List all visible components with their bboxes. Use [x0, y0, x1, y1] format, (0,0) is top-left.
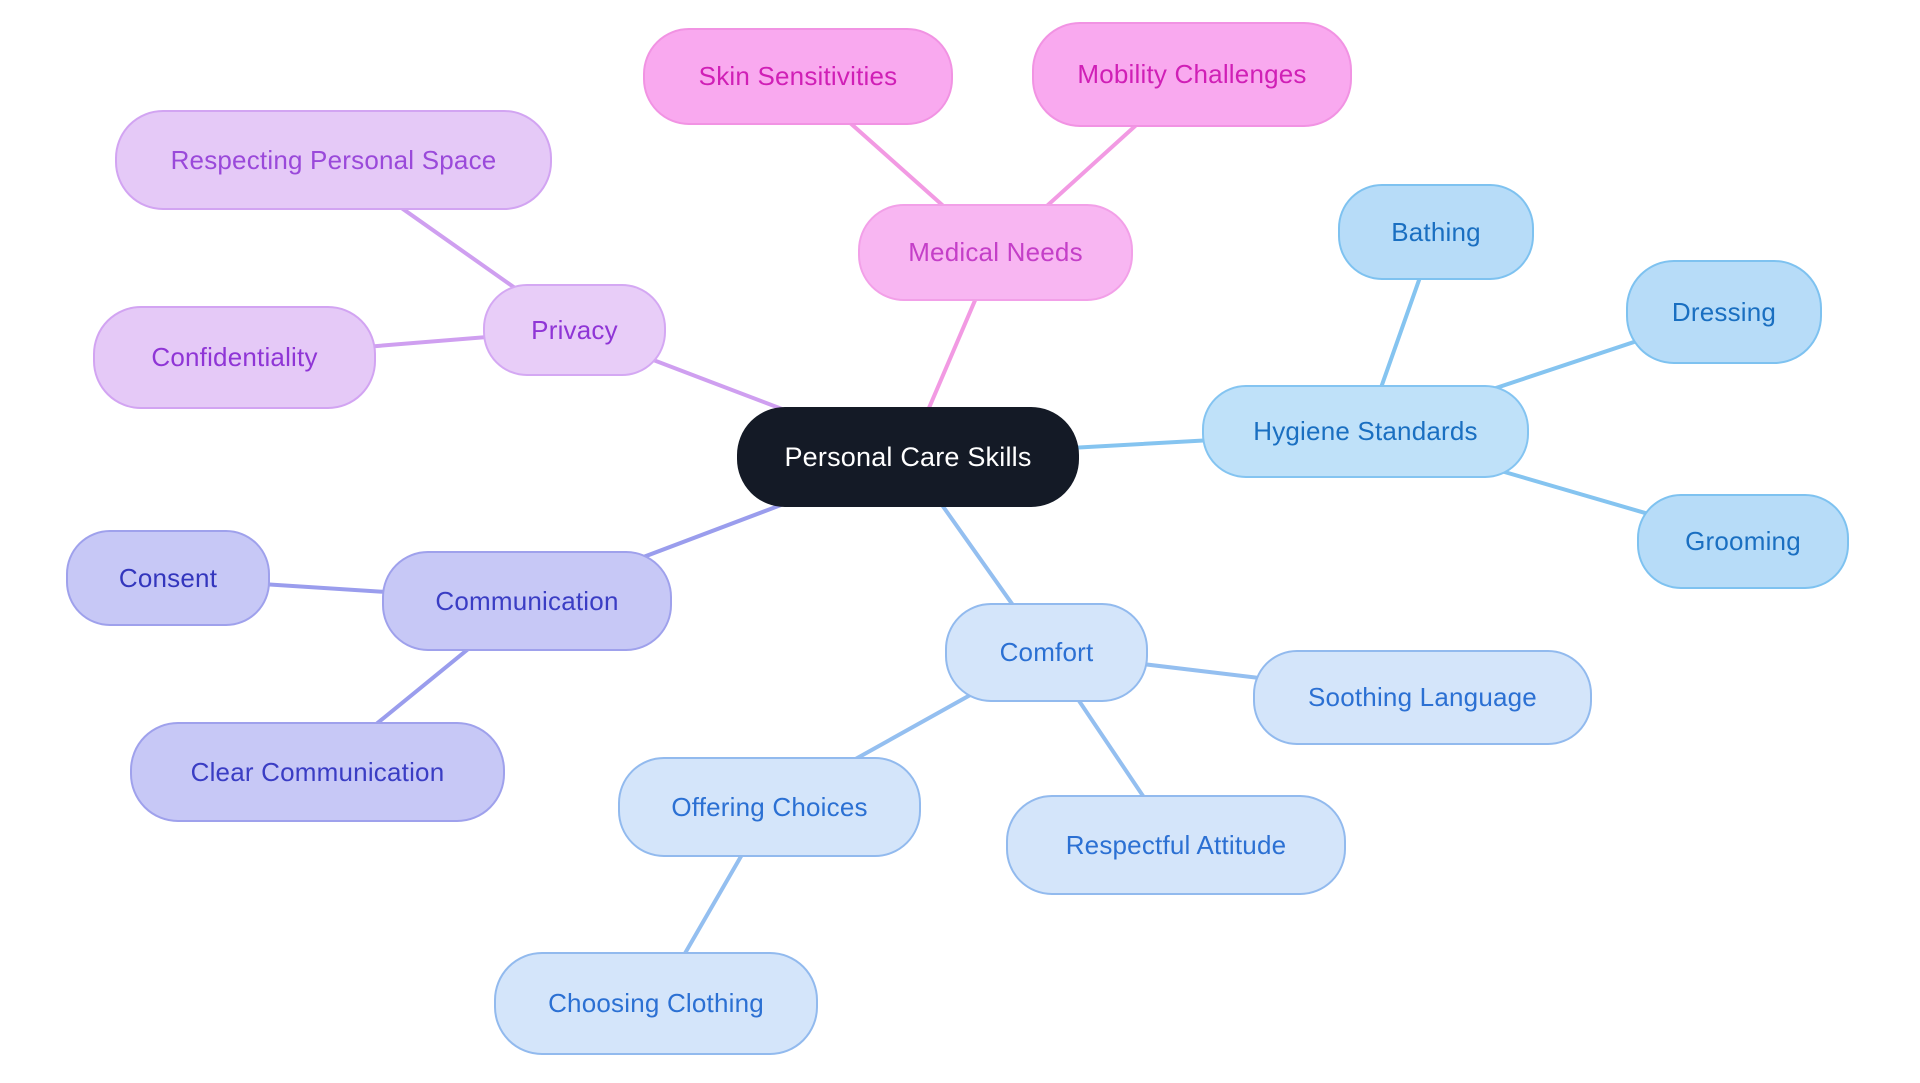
mindmap-node-bathing[interactable]: Bathing — [1338, 184, 1534, 280]
mindmap-node-label: Communication — [435, 585, 619, 616]
mindmap-node-respecting-personal-space[interactable]: Respecting Personal Space — [115, 110, 552, 210]
mindmap-node-label: Privacy — [531, 314, 618, 345]
mindmap-node-comfort[interactable]: Comfort — [945, 603, 1148, 702]
mindmap-node-privacy[interactable]: Privacy — [483, 284, 666, 376]
mindmap-node-label: Mobility Challenges — [1077, 59, 1307, 89]
mindmap-node-mobility-challenges[interactable]: Mobility Challenges — [1032, 22, 1352, 127]
mindmap-node-label: Consent — [118, 562, 218, 593]
mindmap-node-label: Confidentiality — [151, 342, 318, 372]
mindmap-node-choosing-clothing[interactable]: Choosing Clothing — [494, 952, 818, 1055]
mindmap-node-offering-choices[interactable]: Offering Choices — [618, 757, 921, 857]
mindmap-node-label: Hygiene Standards — [1253, 416, 1478, 446]
mindmap-node-dressing[interactable]: Dressing — [1626, 260, 1822, 364]
mindmap-node-soothing-language[interactable]: Soothing Language — [1253, 650, 1592, 745]
mindmap-node-hygiene-standards[interactable]: Hygiene Standards — [1202, 385, 1529, 478]
mindmap-node-central[interactable]: Personal Care Skills — [737, 407, 1079, 507]
mindmap-node-label: Bathing — [1391, 216, 1481, 247]
mindmap-node-label: Personal Care Skills — [784, 441, 1032, 472]
mindmap-node-label: Dressing — [1671, 296, 1777, 327]
mindmap-node-confidentiality[interactable]: Confidentiality — [93, 306, 376, 409]
mindmap-node-clear-communication[interactable]: Clear Communication — [130, 722, 505, 822]
mindmap-node-label: Medical Needs — [908, 237, 1083, 267]
mindmap-node-label: Clear Communication — [190, 756, 445, 787]
mindmap-node-medical-needs[interactable]: Medical Needs — [858, 204, 1133, 301]
mindmap-node-label: Grooming — [1685, 526, 1801, 556]
mindmap-node-communication[interactable]: Communication — [382, 551, 672, 651]
mindmap-node-grooming[interactable]: Grooming — [1637, 494, 1849, 589]
mindmap-node-respectful-attitude[interactable]: Respectful Attitude — [1006, 795, 1346, 895]
mindmap-node-label: Comfort — [999, 637, 1094, 667]
mindmap-node-label: Soothing Language — [1308, 682, 1537, 712]
mindmap-node-label: Choosing Clothing — [548, 988, 764, 1018]
mindmap-node-label: Skin Sensitivities — [698, 61, 898, 91]
mindmap-node-label: Respecting Personal Space — [170, 144, 497, 175]
mindmap-node-skin-sensitivities[interactable]: Skin Sensitivities — [643, 28, 953, 125]
mindmap-node-consent[interactable]: Consent — [66, 530, 270, 626]
mindmap-node-label: Respectful Attitude — [1065, 829, 1287, 860]
mindmap-node-label: Offering Choices — [671, 791, 868, 822]
